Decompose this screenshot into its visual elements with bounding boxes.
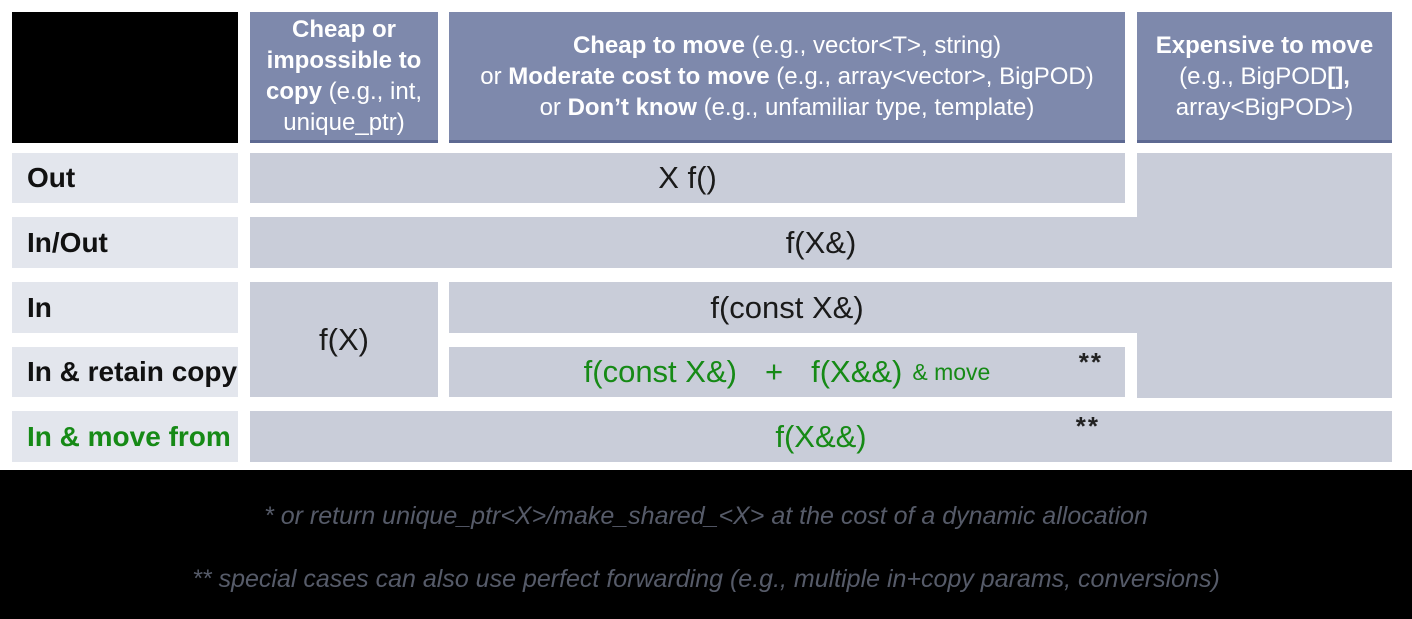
row-label-text: Out [27,162,76,193]
row-label-out: Out [12,153,238,203]
code-text: f(X&&) [811,354,903,389]
row-label-text: In/Out [27,226,108,258]
code-text: f(X) [319,321,369,357]
header-line: copy (e.g., int, [265,78,423,105]
double-asterisk-marker: ** [1078,347,1103,377]
plus-sign: + [764,354,784,389]
header-cheap-to-copy: Cheap or impossible to copy (e.g., int, … [250,12,438,143]
cell-inout-fxref: f(X&) [250,217,1392,268]
header-line: impossible to [266,47,422,74]
code-text: f(X&&) [775,418,867,454]
row-label-in-retain-copy: In & retain copy [12,347,238,397]
footnote-dynamic-allocation: * or return unique_ptr<X>/make_shared_<X… [264,502,1148,530]
move-suffix: & move [912,358,991,385]
cell-move-fxrefref: f(X&&) ** [250,411,1392,462]
header-line: or Moderate cost to move (e.g., array<ve… [480,62,1094,90]
row-label-inout: In/Out [12,217,238,268]
header-expensive-to-move: Expensive to move (e.g., BigPOD[], array… [1137,12,1392,143]
code-text: f(X&) [785,224,857,260]
row-label-text: In & retain copy [27,356,238,387]
footer: * or return unique_ptr<X>/make_shared_<X… [0,470,1412,619]
double-asterisk-marker: ** [1075,411,1100,441]
cell-expensive-in-retain-merge [1137,282,1392,398]
corner-box [12,12,238,143]
row-label-in: In [12,282,238,333]
row-label-in-move-from: In & move from [12,411,238,462]
row-label-text: In [27,291,52,323]
row-label-text: In & move from [27,420,231,452]
header-line: unique_ptr) [283,109,405,136]
code-text: X f() [658,160,717,195]
header-line: or Don’t know (e.g., unfamiliar type, te… [539,93,1035,121]
header-line: Cheap or [291,16,396,43]
cell-out-xf: X f() [250,153,1125,203]
header-line: Cheap to move (e.g., vector<T>, string) [572,31,1002,59]
header-line: array<BigPOD>) [1175,93,1354,121]
code-text: f(const X&) [710,289,864,325]
code-text: f(const X&) [583,354,737,389]
header-cheap-to-move: Cheap to move (e.g., vector<T>, string) … [449,12,1125,143]
cell-retain-overloads: f(const X&) + f(X&&) & move ** [449,347,1125,397]
header-line: (e.g., BigPOD[], [1179,62,1350,90]
cell-in-fx: f(X) [250,282,438,397]
header-line: Expensive to move [1155,31,1374,59]
footnote-perfect-forwarding: ** special cases can also use perfect fo… [192,565,1220,593]
